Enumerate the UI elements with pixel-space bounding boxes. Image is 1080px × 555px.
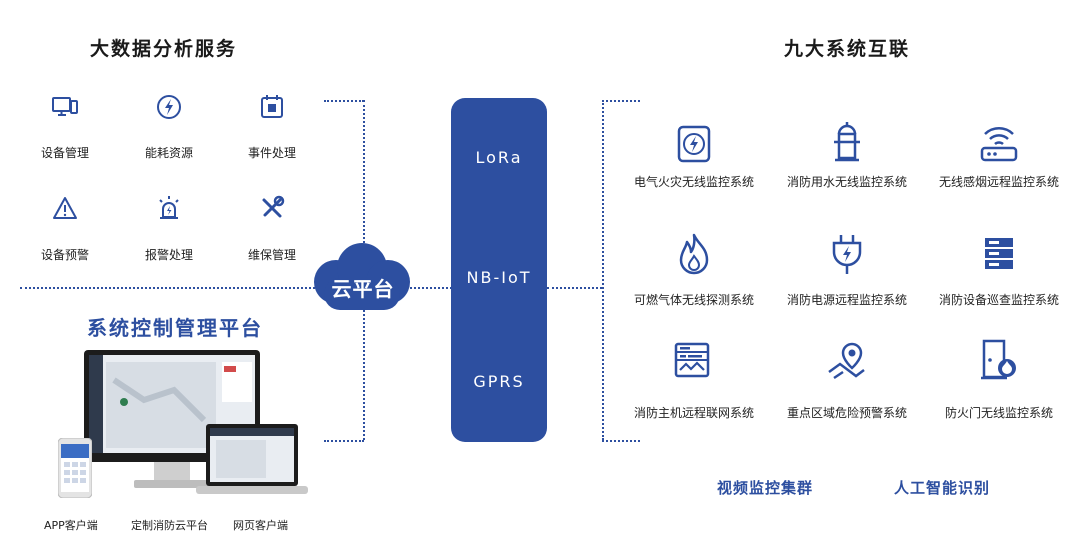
system-label: 防火门无线监控系统 [944, 406, 1053, 420]
system-label: 重点区域危险预警系统 [786, 406, 907, 420]
cloud-icon [314, 243, 410, 310]
system-label: 消防用水无线监控系统 [786, 175, 907, 189]
feature-label: 事件处理 [247, 146, 296, 160]
protocol-nbiot: NB-IoT [466, 268, 532, 287]
protocol-lora: LoRa [475, 148, 523, 167]
connector-line [324, 100, 364, 102]
alarm-light-icon [154, 193, 184, 223]
nine-systems-title: 九大系统互联 [784, 38, 911, 60]
fire-door-icon [979, 338, 1019, 382]
warning-icon [50, 193, 80, 223]
platform-title: 系统控制管理平台 [87, 316, 263, 340]
server-icon [982, 236, 1016, 272]
feature-label: 设备预警 [40, 248, 89, 262]
system-label: 消防电源远程监控系统 [786, 293, 907, 307]
energy-icon [154, 92, 184, 122]
ai-recognition-label: 人工智能识别 [894, 479, 991, 497]
feature-label: 报警处理 [144, 248, 193, 262]
feature-label: 能耗资源 [144, 146, 193, 160]
feature-label: 设备管理 [40, 146, 89, 160]
laptop-icon [196, 424, 308, 494]
system-label: 消防主机远程联网系统 [633, 406, 754, 420]
monitor-icon [50, 92, 80, 122]
flame-icon [674, 232, 714, 276]
cloud-label: 云平台 [331, 277, 395, 301]
tools-icon [257, 193, 287, 223]
map-pin-icon [826, 340, 868, 382]
device-label-cloud-platform: 定制消防云平台 [131, 519, 208, 532]
connector-line [547, 287, 602, 289]
connector-line [410, 287, 452, 289]
feature-label: 维保管理 [247, 248, 296, 262]
device-label-web: 网页客户端 [233, 519, 288, 532]
plug-icon [829, 232, 865, 276]
wifi-router-icon [977, 120, 1021, 164]
system-label: 无线感烟远程监控系统 [938, 175, 1059, 189]
connector-line [324, 440, 364, 442]
hydrant-icon [827, 120, 867, 164]
system-label: 电气火灾无线监控系统 [633, 175, 754, 189]
protocol-gprs: GPRS [473, 372, 525, 391]
connector-line [602, 100, 640, 102]
big-data-title: 大数据分析服务 [90, 38, 238, 60]
connector-line [602, 100, 604, 440]
electric-fire-icon [674, 124, 714, 164]
connector-line [363, 100, 365, 255]
system-label: 可燃气体无线探测系统 [633, 293, 754, 307]
system-label: 消防设备巡查监控系统 [938, 293, 1059, 307]
device-label-app: APP客户端 [44, 519, 98, 532]
host-panel-icon [672, 340, 712, 380]
connector-line [20, 287, 315, 289]
connector-line [602, 440, 640, 442]
connector-line [363, 310, 365, 440]
protocol-pill: LoRa NB-IoT GPRS [451, 98, 547, 442]
calendar-event-icon [257, 92, 287, 122]
video-cluster-label: 视频监控集群 [717, 479, 814, 497]
phone-icon [58, 438, 92, 498]
